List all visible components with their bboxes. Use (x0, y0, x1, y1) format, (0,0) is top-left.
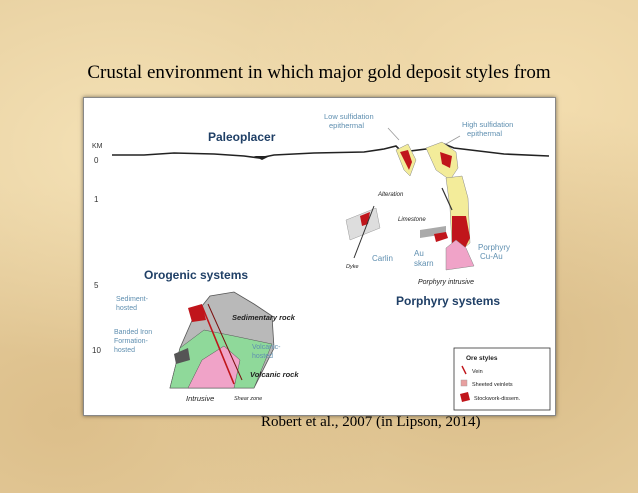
carlin-label: Carlin (372, 254, 393, 263)
sediment-hosted-label-2: hosted (116, 305, 137, 312)
low-sulfidation-ore (400, 150, 412, 170)
sheeted-swatch (460, 379, 468, 387)
low-sulfidation-label: Low sulfidation (324, 112, 374, 121)
porphyry-intrusive-label: Porphyry intrusive (418, 279, 474, 286)
sediment-hosted-label: Sediment- (116, 296, 149, 303)
depth-tick-0: 0 (94, 156, 99, 165)
volcanic-hosted-label-2: hosted (252, 353, 273, 360)
low-sulfidation-label-2: epithermal (329, 121, 364, 130)
crustal-diagram: KM 0 1 5 10 Paleoplacer Low sulfidation … (92, 112, 551, 411)
ore-styles-legend (453, 347, 551, 411)
porphyry-systems-label: Porphyry systems (396, 294, 500, 308)
bif-ore (174, 348, 190, 364)
legend-stockwork: Stockwork-dissem. (474, 396, 521, 402)
placer-lens (254, 156, 270, 160)
bif-hosted-label-2: Formation- (114, 338, 149, 345)
bif-hosted-label: Banded Iron (114, 329, 152, 336)
high-sulfidation-ore (440, 152, 452, 168)
high-sulfidation-leader (445, 135, 461, 145)
sedimentary-rock-label: Sedimentary rock (232, 313, 296, 322)
paleoplacer-label: Paleoplacer (208, 130, 276, 144)
depth-tick-5: 5 (94, 281, 99, 290)
shear-zone-line (207, 303, 243, 381)
legend-vein: Vein (472, 369, 483, 375)
skarn-ore (434, 232, 448, 242)
high-sulfidation-label: High sulfidation (462, 120, 513, 129)
bif-hosted-label-3: hosted (114, 347, 135, 354)
porphyry-label: Porphyry (478, 243, 510, 252)
porphyry-feeder (441, 187, 453, 211)
porphyry-label-2: Cu-Au (480, 252, 503, 261)
vein-swatch (461, 365, 467, 375)
orogenic-systems-label: Orogenic systems (144, 268, 248, 282)
intrusive-body (187, 345, 241, 389)
shear-zone-ore (201, 305, 235, 385)
surface-line (112, 143, 550, 159)
depth-axis-label: KM (92, 143, 103, 150)
shear-zone-label: Shear zone (234, 396, 262, 402)
slide-title: Crustal environment in which major gold … (87, 62, 551, 83)
diagram-figure: KM 0 1 5 10 Paleoplacer Low sulfidation … (83, 97, 556, 416)
dyke-label: Dyke (346, 264, 359, 270)
porphyry-intrusive-body (445, 239, 475, 271)
legend-title: Ore styles (466, 355, 498, 362)
au-skarn-label: Au (414, 249, 424, 258)
alteration-label: Alteration (377, 192, 404, 198)
volcanic-hosted-label: Volcanic- (252, 344, 281, 351)
high-sulfidation-label-2: epithermal (467, 129, 502, 138)
dyke-line (353, 205, 375, 259)
intrusive-label: Intrusive (186, 394, 214, 403)
limestone-label: Limestone (398, 217, 426, 223)
legend-sheeted: Sheeted veinlets (472, 382, 513, 388)
sediment-ore (188, 304, 206, 322)
depth-tick-1: 1 (94, 195, 99, 204)
low-sulfidation-leader (387, 127, 400, 141)
depth-tick-10: 10 (92, 346, 101, 355)
volcanic-rock-label: Volcanic rock (250, 370, 299, 379)
citation: Robert et al., 2007 (in Lipson, 2014) (261, 414, 481, 430)
stockwork-swatch (460, 392, 470, 402)
au-skarn-label-2: skarn (414, 259, 434, 268)
